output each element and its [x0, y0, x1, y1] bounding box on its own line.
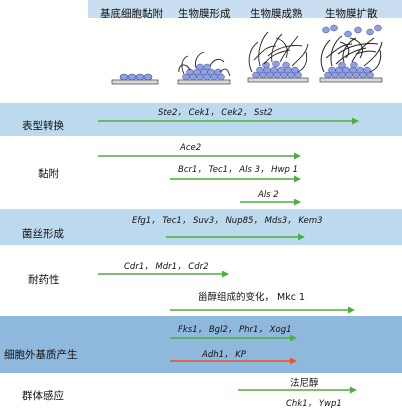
process-label-quorum: 群体感应	[22, 390, 64, 402]
genes-adhesion-2: Bcr1， Tec1， Als 3， Hwp 1	[178, 165, 299, 175]
arrow-resistance-1	[98, 270, 229, 278]
arrow-resistance-2	[170, 306, 355, 314]
process-label-adhesion: 黏附	[38, 168, 59, 180]
genes-adhesion-1: Ace2	[180, 143, 202, 153]
genes-phenotype: Ste2， Cek1， Cek2， Sst2	[158, 108, 273, 118]
stage-label-maturation: 生物膜成熟	[250, 8, 303, 20]
stage-label-adhesion: 基底细胞黏附	[100, 8, 163, 20]
band-phenotype	[0, 103, 402, 136]
arrow-adhesion-3	[240, 198, 301, 206]
genes-matrix-1: Fks1， Bgl2， Phr1， Xog1	[178, 325, 292, 335]
band-hyphae	[0, 209, 402, 245]
genes-quorum-2: Chk1， Ywp1	[286, 399, 342, 409]
formation-illustration	[177, 51, 231, 85]
adhesion-illustration	[111, 73, 159, 85]
arrow-quorum	[238, 386, 357, 394]
process-label-phenotype: 表型转换	[22, 120, 64, 132]
genes-quorum-1: 法尼醇	[290, 378, 319, 389]
genes-adhesion-3: Als 2	[258, 190, 279, 200]
arrow-matrix-1	[170, 334, 297, 342]
genes-hyphae: Efg1， Tec1， Suv3， Nup85， Mds3， Kem3	[132, 216, 323, 226]
genes-matrix-2: Adh1， KP	[202, 350, 246, 360]
band-matrix	[0, 316, 402, 373]
process-label-resistance: 耐药性	[28, 274, 60, 286]
maturation-illustration	[247, 31, 309, 83]
stage-label-dispersal: 生物膜扩散	[325, 8, 378, 20]
arrow-phenotype	[98, 117, 359, 125]
genes-resistance-1: Cdr1， Mdr1， Cdr2	[124, 262, 209, 272]
arrow-adhesion-1	[98, 152, 301, 160]
process-label-hyphae: 菌丝形成	[22, 228, 64, 240]
process-label-matrix: 细胞外基质产生	[4, 349, 78, 361]
stage-label-formation: 生物膜形成	[178, 8, 231, 20]
arrow-hyphae	[166, 233, 305, 241]
arrow-adhesion-2	[170, 175, 301, 183]
genes-resistance-2: 甾醇组成的变化， Mkc 1	[198, 292, 306, 303]
stage-header-bar	[88, 0, 402, 18]
arrow-matrix-2	[170, 357, 297, 365]
dispersal-illustration	[319, 24, 383, 83]
